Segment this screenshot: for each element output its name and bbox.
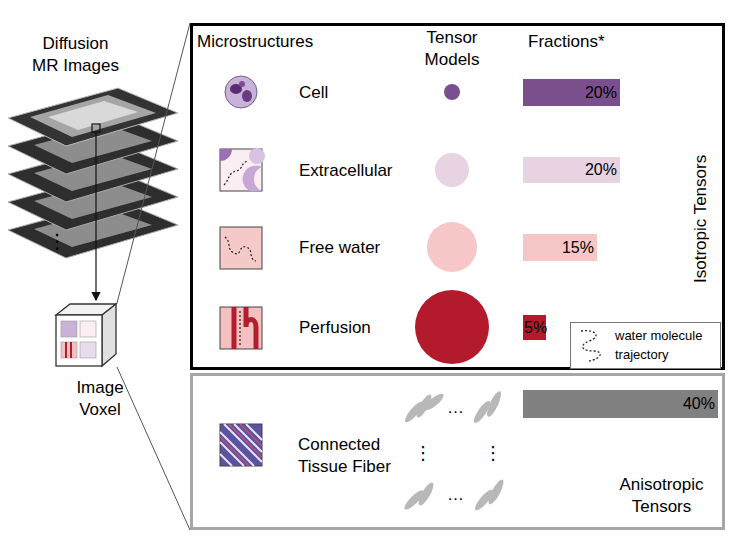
cube-outline: [55, 303, 117, 367]
fraction-value: 20%: [523, 79, 620, 106]
voxel-label: Image Voxel: [65, 377, 135, 421]
isotropic-panel: Isotropic Tensors 20% 20% 15% 5%: [190, 23, 725, 370]
legend-text: water molecule trajectory: [615, 326, 715, 364]
extracellular-icon: [220, 148, 265, 191]
text-label: Extracellular: [299, 160, 393, 182]
perfusion-icon: [220, 307, 262, 349]
text-label: ⋮: [47, 230, 67, 252]
cube-front: [56, 315, 102, 366]
fraction-bar: 20%: [523, 79, 620, 106]
text-label: Free water: [299, 237, 380, 259]
fraction-bar: 20%: [523, 157, 620, 183]
fraction-bar: 5%: [523, 315, 546, 340]
isotropic-tensors: [415, 84, 489, 364]
cell-icon: [220, 71, 262, 113]
text-label: ⋮: [484, 442, 502, 464]
zoom-connector: [117, 23, 190, 303]
fraction-bar: 15%: [523, 234, 597, 261]
text-label: …: [447, 484, 464, 506]
cube-thumbnail: [80, 342, 96, 358]
voxel-pointer: [95, 132, 96, 300]
text-label: Perfusion: [299, 317, 371, 339]
cube-thumbnail-vessel: [66, 342, 71, 358]
panel-label: Isotropic Tensors: [690, 128, 714, 310]
fraction-value: 20%: [523, 157, 620, 183]
text-label: Fractions*: [528, 31, 605, 53]
dotted-trajectory: [581, 331, 600, 361]
text-label: Diffusion MR Images: [28, 33, 123, 77]
text-label: ⋮: [414, 442, 432, 464]
mr-slice-stack: [8, 88, 178, 258]
text-label: Microstructures: [197, 31, 313, 53]
text-label: Connected Tissue Fiber: [298, 434, 398, 478]
text-label: Tensor Models: [414, 27, 490, 71]
panel-label: Anisotropic Tensors: [598, 474, 725, 518]
fiber-icon: [220, 424, 262, 466]
cube-thumbnail: [80, 321, 96, 337]
zoom-connector: [117, 367, 190, 530]
voxel-cube: Image Voxel: [55, 303, 117, 367]
free-water-icon: [220, 227, 262, 269]
cube-side: [102, 304, 116, 366]
fraction-value: 5%: [524, 315, 547, 340]
cube-thumbnail: [61, 342, 77, 358]
text-label: Cell: [299, 82, 328, 104]
fraction-value: 40%: [523, 390, 718, 418]
anisotropic-tensors: [402, 390, 506, 513]
fraction-value: 15%: [523, 234, 597, 261]
fraction-bar: 40%: [523, 390, 718, 418]
legend-box: water molecule trajectory: [570, 322, 721, 369]
cube-thumbnail: [61, 321, 77, 337]
anisotropic-panel: Anisotropic Tensors 40%: [190, 373, 725, 530]
legend-trajectory-sample: [575, 325, 609, 365]
text-label: …: [447, 397, 464, 419]
